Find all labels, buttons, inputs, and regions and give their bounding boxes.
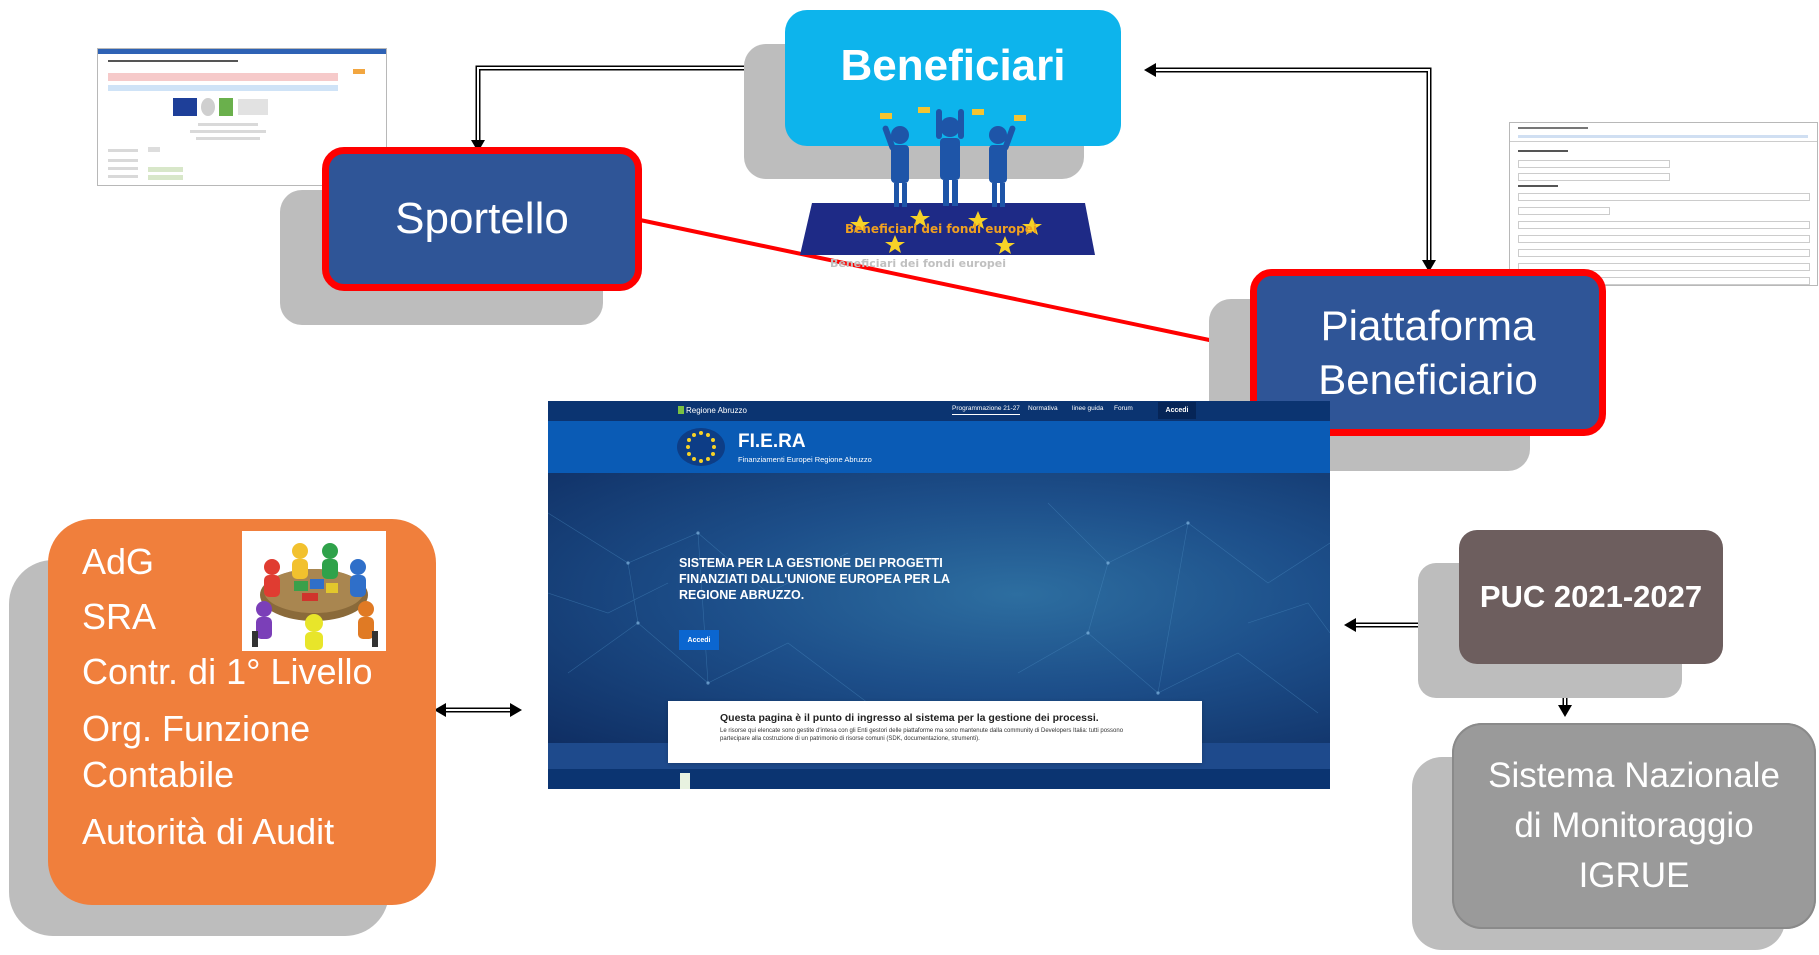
authority-adg: AdG	[82, 541, 155, 582]
authority-controllo: Contr. di 1° Livello	[82, 651, 373, 692]
sistema-label-line2: di Monitoraggio	[1514, 806, 1754, 845]
fiera-card-title: Questa pagina è il punto di ingresso al …	[720, 712, 1099, 724]
fiera-nav-forum[interactable]: Forum	[1114, 405, 1133, 412]
fiera-footer	[548, 769, 1330, 789]
sistema-nazionale-node[interactable]: Sistema Nazionale di Monitoraggio IGRUE	[1452, 723, 1816, 929]
leaf-icon	[678, 406, 684, 414]
arrow-beneficiari-piattaforma	[1144, 63, 1436, 272]
meeting-table-illustration	[242, 531, 386, 651]
sistema-label-line1: Sistema Nazionale	[1488, 756, 1780, 795]
beneficiari-label: Beneficiari	[840, 41, 1066, 90]
piattaforma-screenshot	[1509, 122, 1818, 286]
authority-audit: Autorità di Audit	[82, 811, 335, 852]
fiera-header: FI.E.RA Finanziamenti Europei Regione Ab…	[548, 421, 1330, 473]
fiera-login-button[interactable]: Accedi	[1158, 402, 1196, 419]
network-background	[548, 502, 1330, 714]
fiera-nav-programmazione[interactable]: Programmazione 21-27	[952, 405, 1020, 415]
fiera-nav-normativa[interactable]: Normativa	[1028, 405, 1058, 412]
sportello-node[interactable]: Sportello	[322, 147, 642, 291]
fiera-logo-title: FI.E.RA	[738, 431, 806, 452]
fiera-screenshot: Regione Abruzzo Programmazione 21-27 Nor…	[548, 401, 1330, 789]
fiera-brand: Regione Abruzzo	[686, 406, 747, 415]
eu-stars-logo	[677, 428, 725, 466]
authority-sra: SRA	[82, 596, 157, 637]
arrow-adg-fiera	[434, 703, 522, 717]
authority-org-funzione: Org. Funzione Contabile	[82, 708, 311, 795]
beneficiari-image-caption: Beneficiari dei fondi europei	[845, 222, 1037, 236]
fiera-topbar: Regione Abruzzo Programmazione 21-27 Nor…	[548, 401, 1330, 421]
fiera-hero-button[interactable]: Accedi	[679, 630, 719, 650]
fiera-logo-subtitle: Finanziamenti Europei Regione Abruzzo	[738, 455, 872, 464]
fiera-hero: SISTEMA PER LA GESTIONE DEI PROGETTI FIN…	[548, 473, 1330, 743]
beneficiari-illustration: Beneficiari dei fondi europei Beneficiar…	[800, 107, 1095, 270]
fiera-card-text: Le risorse qui elencate sono gestite d'i…	[720, 728, 1124, 742]
sistema-label-line3: IGRUE	[1578, 856, 1690, 895]
fiera-nav-linee-guida[interactable]: linee guida	[1072, 405, 1104, 412]
sportello-label: Sportello	[395, 194, 569, 243]
fiera-hero-title: SISTEMA PER LA GESTIONE DEI PROGETTI FIN…	[679, 556, 950, 602]
beneficiari-image-caption-reflection: Beneficiari dei fondi europei	[830, 257, 1006, 270]
puc-node[interactable]: PUC 2021-2027	[1459, 530, 1723, 664]
puc-label: PUC 2021-2027	[1479, 579, 1703, 614]
piattaforma-label-line1: Piattaforma	[1320, 301, 1536, 349]
fiera-info-card: Questa pagina è il punto di ingresso al …	[668, 701, 1202, 763]
piattaforma-label-line2: Beneficiario	[1318, 355, 1538, 403]
footer-logo-icon	[680, 773, 690, 789]
arrow-sportello-piattaforma	[639, 218, 1254, 354]
arrow-sportello-beneficiari	[471, 61, 775, 152]
